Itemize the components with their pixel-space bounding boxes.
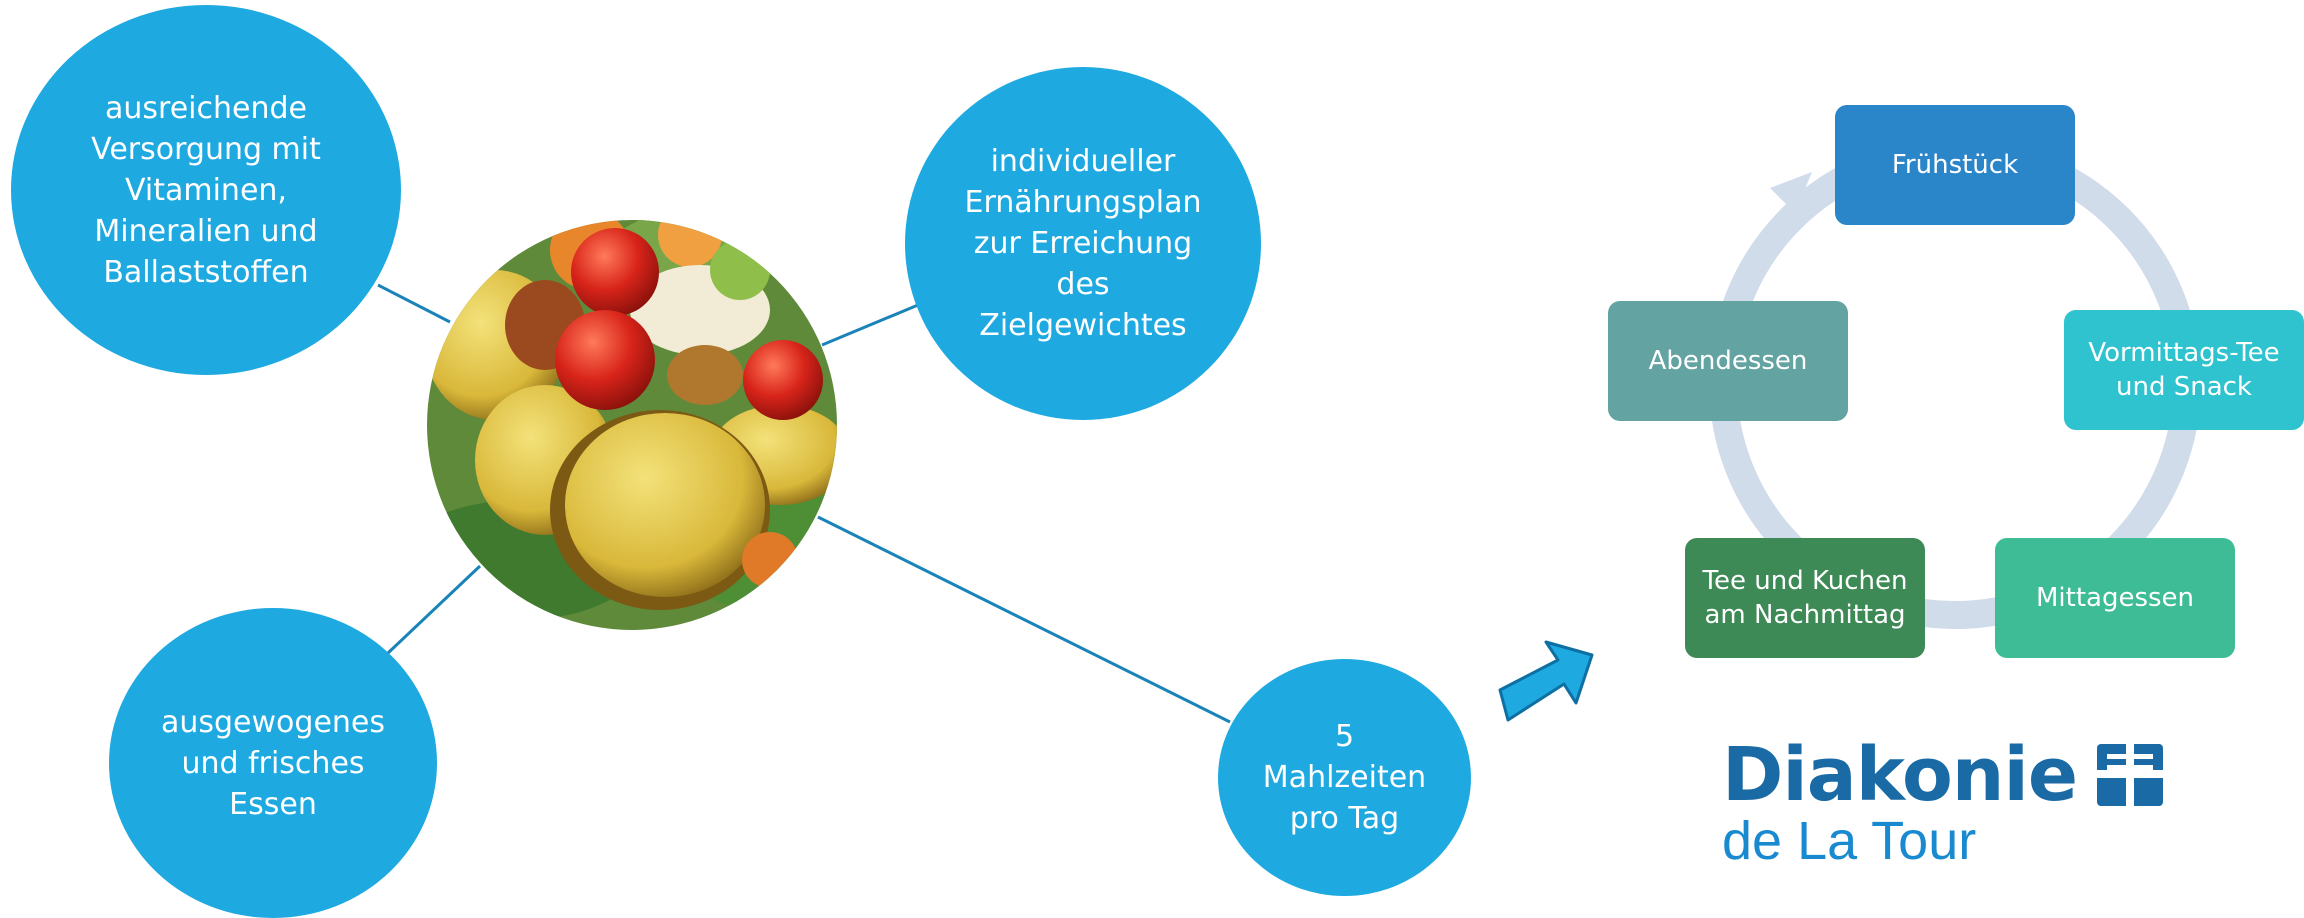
arrow-icon [1498, 640, 1594, 722]
connector-line-plan [821, 303, 919, 347]
bubble-vitamins: ausreichende Versorgung mit Vitaminen, M… [11, 5, 401, 375]
cycle-step-breakfast: Frühstück [1835, 105, 2075, 225]
cycle-step-dinner: Abendessen [1608, 301, 1848, 421]
bubble-balanced: ausgewogenes und frisches Essen [109, 608, 437, 918]
cycle-step-lunch: Mittagessen [1995, 538, 2235, 658]
diakonie-logo: Diakonie de La Tour [1722, 732, 2164, 871]
cycle-step-afternoon-tea: Tee und Kuchen am Nachmittag [1685, 538, 1925, 658]
bubble-plan: individueller Ernährungsplan zur Erreich… [905, 67, 1261, 420]
bubble-meals: 5 Mahlzeiten pro Tag [1218, 659, 1471, 896]
logo-subtitle: de La Tour [1722, 811, 1977, 871]
connector-line-vitamins [377, 283, 451, 324]
cycle-arrowhead [1770, 172, 1812, 213]
logo-name: Diakonie [1722, 732, 2078, 818]
connector-line-meals [817, 515, 1231, 724]
cycle-step-morning-tea: Vormittags-Tee und Snack [2064, 310, 2304, 430]
diakonie-cross-icon [2097, 744, 2164, 806]
food-photo [427, 220, 837, 630]
connector-line-balanced [386, 564, 482, 655]
